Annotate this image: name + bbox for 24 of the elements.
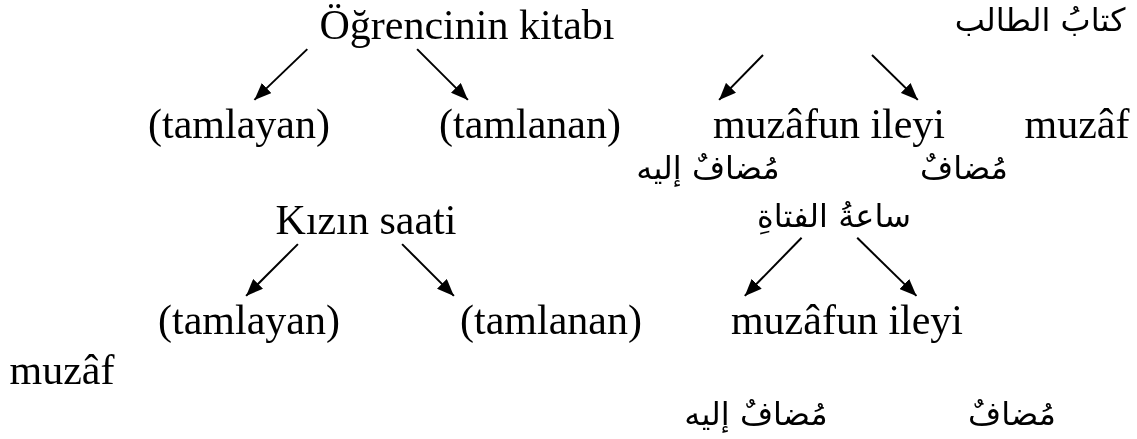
arrow (253, 48, 309, 101)
arrow (401, 243, 455, 297)
arrow (245, 243, 299, 297)
arabic-phrase: كتابُ الطالب (954, 0, 1126, 42)
arrow (871, 54, 919, 101)
term-label: muzâf (9, 345, 115, 395)
arrow (416, 48, 469, 101)
phrase-text: (tamlanan) (439, 99, 621, 149)
arabic-term: مُضافٌ (920, 148, 1008, 190)
phrase-text: muzâf (1024, 99, 1130, 149)
arrow (718, 54, 764, 101)
arabic-phrase: ساعةُ الفتاةِ (757, 196, 911, 238)
arabic-term: مُضافٌ (968, 394, 1056, 436)
arabic-term: مُضافٌ إليه (684, 394, 828, 436)
phrase-text: Kızın saati (275, 195, 457, 245)
arrow (743, 236, 803, 297)
phrase-text: (tamlayan) (158, 295, 340, 345)
phrase-text: (tamlanan) (460, 295, 642, 345)
phrase-text: muzâfun ileyi (712, 99, 946, 149)
phrase-text: muzâfun ileyi (730, 295, 964, 345)
arrow (856, 236, 918, 297)
phrase-text: Öğrencinin kitabı (319, 0, 615, 50)
arabic-term: مُضافٌ إليه (636, 148, 780, 190)
phrase-text: (tamlayan) (148, 99, 330, 149)
